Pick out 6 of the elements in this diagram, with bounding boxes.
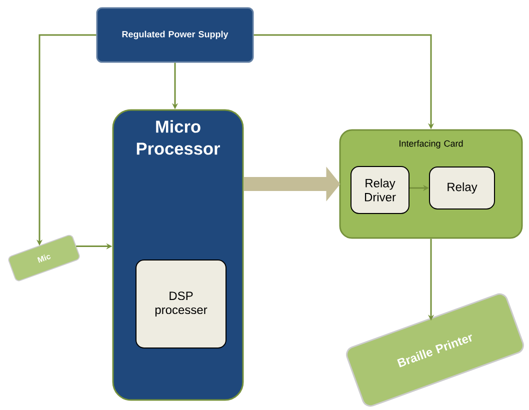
braille-printer-block: Braille Printer xyxy=(346,293,524,407)
dsp-box: DSP processer xyxy=(136,260,226,348)
power-supply-box: Regulated Power Supply xyxy=(96,7,254,63)
relay-driver-box: Relay Driver xyxy=(350,166,410,214)
mic-block: Mic xyxy=(8,234,80,282)
relay-box: Relay xyxy=(429,166,495,210)
